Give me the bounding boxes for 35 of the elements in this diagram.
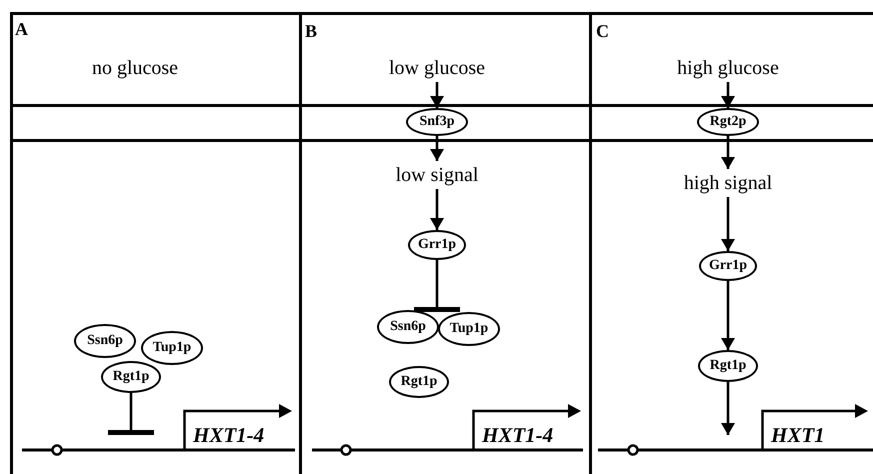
condition-label: no glucose (70, 54, 200, 82)
arrow (430, 136, 444, 161)
gene-label: HXT1 (771, 425, 825, 446)
protein-ellipse: Snf3p (406, 108, 468, 136)
gene-label: HXT1-4 (482, 425, 554, 446)
protein-ellipse: Ssn6p (377, 310, 439, 344)
panel-letter: C (596, 22, 609, 40)
arrow (721, 82, 735, 108)
panel-letter: B (305, 22, 318, 40)
arrow (721, 281, 735, 350)
protein-ellipse: Rgt1p (101, 361, 161, 393)
condition-label: high signal (668, 169, 788, 197)
protein-ellipse: Rgt2p (697, 108, 759, 136)
arrow (721, 382, 735, 435)
arrow (721, 197, 735, 251)
arrow (430, 82, 444, 108)
inhibition-line (108, 393, 154, 435)
gene-promoter-arrow (183, 403, 292, 449)
gene-promoter-arrow (761, 403, 868, 449)
panel-letter: A (15, 20, 28, 38)
protein-ellipse: Tup1p (141, 331, 203, 365)
condition-label: high glucose (658, 54, 798, 82)
protein-ellipse: Rgt1p (698, 350, 758, 382)
protein-ellipse: Rgt1p (389, 366, 449, 398)
condition-label: low glucose (372, 54, 502, 82)
protein-ellipse: Tup1p (438, 312, 500, 346)
inhibition-line (414, 260, 460, 312)
protein-ellipse: Ssn6p (74, 324, 136, 358)
arrow (721, 136, 735, 169)
protein-ellipse: Grr1p (699, 251, 757, 281)
gene-promoter-arrow (472, 403, 581, 449)
protein-ellipse: Grr1p (408, 230, 466, 260)
condition-label: low signal (382, 161, 492, 189)
arrow (430, 189, 444, 230)
gene-label: HXT1-4 (193, 425, 264, 446)
